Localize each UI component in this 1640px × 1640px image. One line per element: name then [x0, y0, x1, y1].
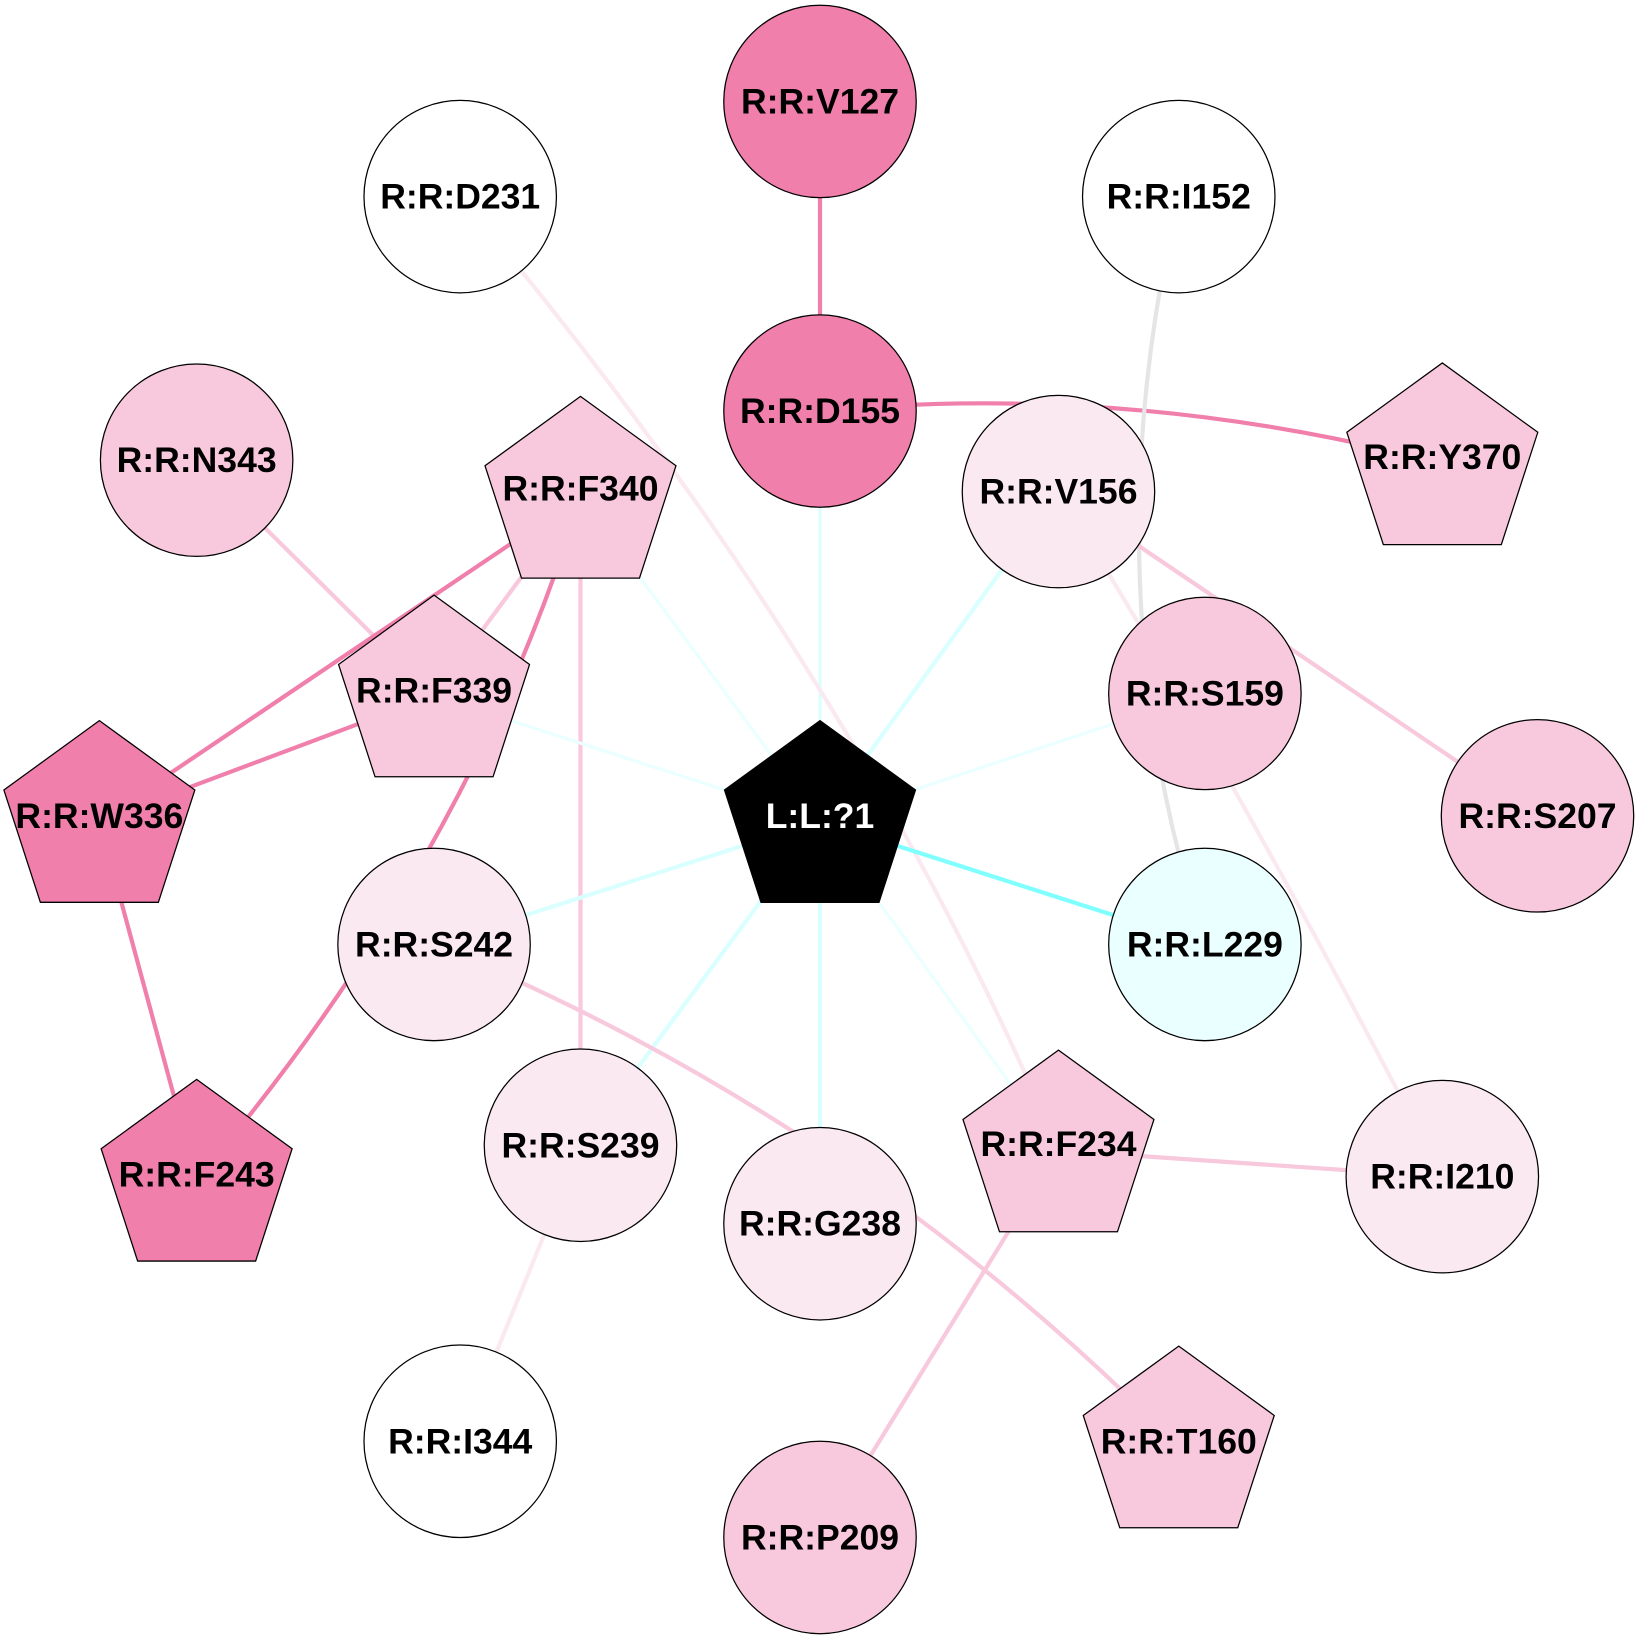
node-i344[interactable]: R:R:I344 [363, 1344, 558, 1539]
circle-shape [723, 1440, 917, 1635]
node-label: R:R:F340 [502, 468, 658, 508]
circle-shape [723, 4, 917, 199]
node-i152[interactable]: R:R:I152 [1081, 99, 1276, 294]
edge-i152-l229 [1136, 196, 1207, 946]
node-label: R:R:I210 [1370, 1157, 1514, 1197]
node-label: R:R:T160 [1101, 1421, 1257, 1461]
node-s207[interactable]: R:R:S207 [1440, 718, 1635, 913]
pentagon-shape [484, 395, 677, 579]
circle-shape [483, 1048, 678, 1243]
pentagon-shape [962, 1049, 1155, 1233]
node-f339[interactable]: R:R:F339 [337, 594, 531, 778]
node-label: L:L:?1 [766, 796, 875, 836]
edge-v156-i210 [1056, 490, 1445, 1178]
edge-d231-f234 [458, 195, 1061, 1152]
circle-shape [1081, 99, 1276, 294]
pentagon-shape [1346, 362, 1539, 546]
circle-shape [1345, 1079, 1540, 1274]
node-f234[interactable]: R:R:F234 [962, 1049, 1155, 1233]
node-s239[interactable]: R:R:S239 [483, 1048, 678, 1243]
node-label: R:R:G238 [739, 1204, 901, 1244]
node-t160[interactable]: R:R:T160 [1082, 1345, 1275, 1529]
node-label: R:R:Y370 [1363, 437, 1521, 477]
node-w336[interactable]: R:R:W336 [3, 719, 196, 903]
circle-shape [99, 363, 294, 558]
pentagon-shape [723, 719, 917, 903]
pentagon-shape [337, 594, 531, 778]
node-d231[interactable]: R:R:D231 [363, 99, 558, 294]
circle-shape [1440, 718, 1635, 913]
edge-f340-w336 [98, 495, 582, 823]
node-label: R:R:N343 [117, 440, 277, 480]
circle-shape [723, 314, 917, 508]
node-p209[interactable]: R:R:P209 [723, 1440, 917, 1635]
circle-shape [363, 99, 558, 294]
node-label: R:R:W336 [15, 796, 183, 836]
node-label: R:R:S207 [1458, 796, 1616, 836]
node-label: R:R:F339 [356, 670, 512, 710]
node-label: R:R:D155 [740, 391, 900, 431]
circle-shape [363, 1344, 558, 1539]
circle-shape [1108, 596, 1302, 791]
node-l229[interactable]: R:R:L229 [1108, 847, 1302, 1042]
node-f243[interactable]: R:R:F243 [100, 1078, 293, 1262]
node-label: R:R:I152 [1107, 177, 1251, 217]
node-s159[interactable]: R:R:S159 [1108, 596, 1302, 791]
node-i210[interactable]: R:R:I210 [1345, 1079, 1540, 1274]
node-lig[interactable]: L:L:?1 [723, 719, 917, 903]
node-label: R:R:S242 [355, 924, 513, 964]
node-label: R:R:L229 [1127, 924, 1283, 964]
node-label: R:R:P209 [741, 1518, 899, 1558]
circle-shape [1108, 847, 1302, 1042]
node-d155[interactable]: R:R:D155 [723, 314, 917, 508]
pentagon-shape [100, 1078, 293, 1262]
node-label: R:R:F234 [980, 1124, 1136, 1164]
node-label: R:R:S239 [501, 1125, 659, 1165]
circle-shape [723, 1126, 917, 1321]
node-label: R:R:V127 [741, 81, 899, 121]
node-label: R:R:V156 [979, 472, 1137, 512]
circle-shape [961, 394, 1156, 589]
node-label: R:R:S159 [1126, 673, 1284, 713]
node-v156[interactable]: R:R:V156 [961, 394, 1156, 589]
node-label: R:R:F243 [119, 1155, 275, 1195]
node-f340[interactable]: R:R:F340 [484, 395, 677, 579]
circle-shape [337, 847, 531, 1042]
node-s242[interactable]: R:R:S242 [337, 847, 531, 1042]
node-label: R:R:D231 [380, 177, 540, 217]
pentagon-shape [1082, 1345, 1275, 1529]
node-label: R:R:I344 [388, 1421, 532, 1461]
node-y370[interactable]: R:R:Y370 [1346, 362, 1539, 546]
node-g238[interactable]: R:R:G238 [723, 1126, 917, 1321]
node-n343[interactable]: R:R:N343 [99, 363, 294, 558]
node-v127[interactable]: R:R:V127 [723, 4, 917, 199]
pentagon-shape [3, 719, 196, 903]
